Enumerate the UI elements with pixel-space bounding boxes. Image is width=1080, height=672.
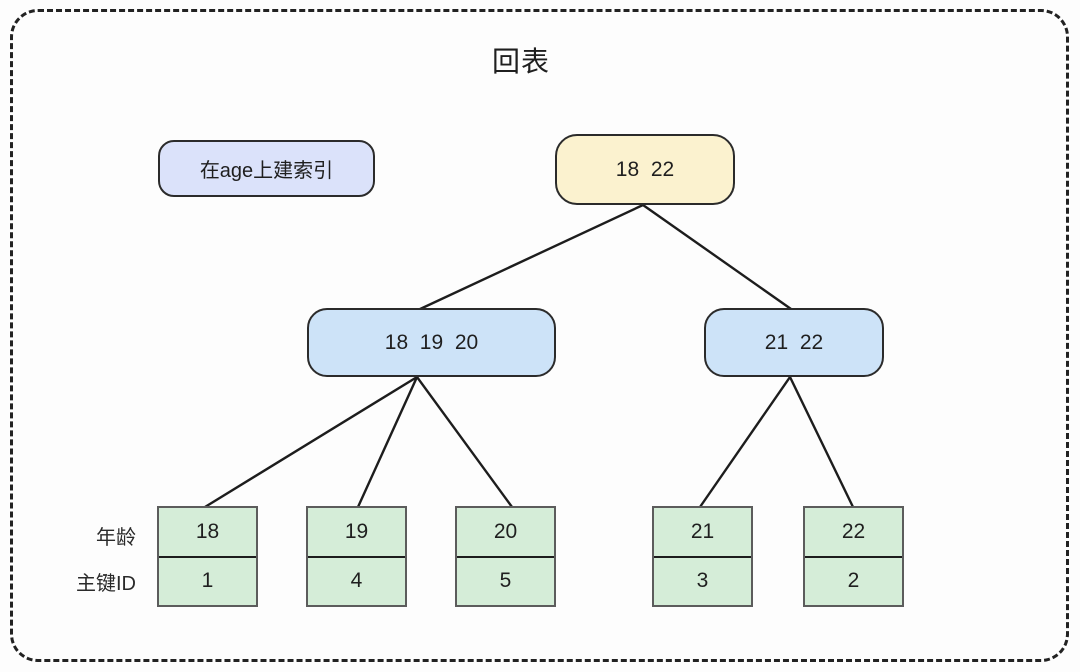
leaf-node: 22 2 <box>803 506 904 607</box>
row-label-primary-key-id: 主键ID <box>76 573 136 595</box>
edge-right-node-to-leaf-21 <box>698 375 792 509</box>
edge-root-to-left-node <box>416 203 645 312</box>
internal-node-label: 21 22 <box>764 330 824 354</box>
leaf-age-value: 19 <box>308 508 405 558</box>
edge-left-node-to-leaf-20 <box>415 375 514 509</box>
leaf-age-value: 20 <box>457 508 554 558</box>
tree-internal-node-right: 21 22 <box>704 308 884 377</box>
edge-left-node-to-leaf-19 <box>356 375 419 509</box>
leaf-primary-key-value: 4 <box>350 569 363 593</box>
leaf-primary-key-value: 1 <box>201 569 214 593</box>
leaf-primary-key-value: 3 <box>696 569 709 593</box>
tree-internal-node-left: 18 19 20 <box>307 308 556 377</box>
leaf-age-value: 22 <box>805 508 902 558</box>
annotation-box: 在age上建索引 <box>158 140 375 197</box>
leaf-node: 21 3 <box>652 506 753 607</box>
internal-node-label: 18 19 20 <box>384 330 479 354</box>
leaf-node: 19 4 <box>306 506 407 607</box>
edge-root-to-right-node <box>641 203 793 311</box>
row-label-age: 年龄 <box>96 527 136 549</box>
edge-left-node-to-leaf-18 <box>203 375 419 509</box>
leaf-node: 20 5 <box>455 506 556 607</box>
leaf-primary-key-value: 5 <box>499 569 512 593</box>
leaf-primary-key-value: 2 <box>847 569 860 593</box>
annotation-label: 在age上建索引 <box>199 160 334 182</box>
tree-root-node: 18 22 <box>555 134 735 205</box>
leaf-age-value: 18 <box>159 508 256 558</box>
leaf-age-value: 21 <box>654 508 751 558</box>
edge-right-node-to-leaf-22 <box>788 375 855 509</box>
diagram-title: 回表 <box>491 46 550 77</box>
leaf-node: 18 1 <box>157 506 258 607</box>
root-node-label: 18 22 <box>615 157 675 181</box>
